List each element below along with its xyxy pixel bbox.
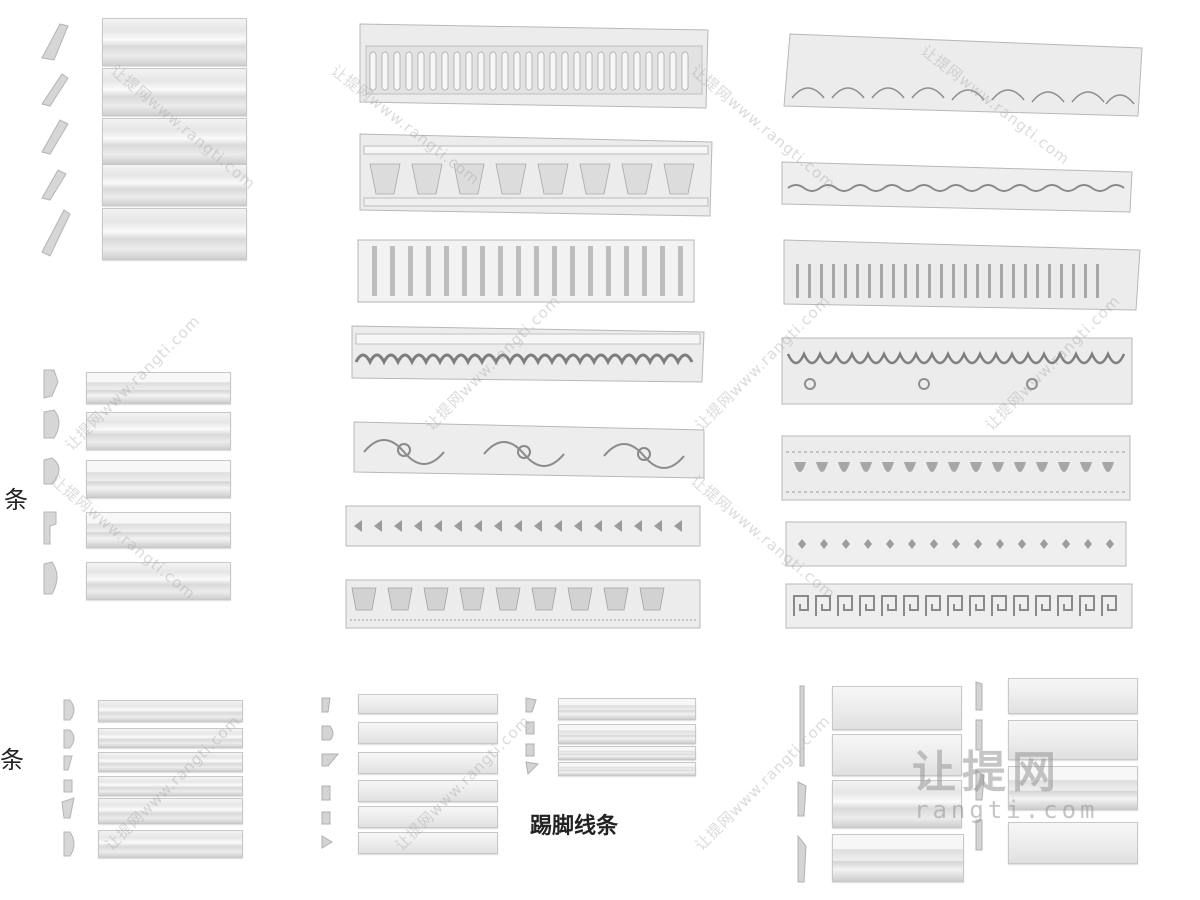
- profile-icon: [975, 681, 985, 851]
- panel-strip: [832, 686, 962, 730]
- panel-strip: [1008, 720, 1138, 760]
- panel-strip: [832, 780, 962, 828]
- skirting-strip: [358, 806, 498, 828]
- fan-cornice: [783, 33, 1143, 117]
- modillion-cornice: [359, 133, 713, 217]
- leaf-cornice: [781, 435, 1131, 501]
- site-logo-url: rangti.com: [914, 796, 1099, 824]
- crown-strip: [102, 118, 247, 164]
- side-label-top: 条: [4, 486, 28, 514]
- skirting-strip: [358, 752, 498, 774]
- crown-strip: [102, 68, 247, 116]
- watermark: 让提网www.rangti.com: [691, 711, 834, 855]
- skirting-strip: [558, 698, 696, 720]
- small-strip: [98, 752, 243, 772]
- small-strip: [98, 798, 243, 824]
- small-strip: [98, 776, 243, 796]
- skirting-strip: [558, 762, 696, 776]
- small-strip: [98, 700, 243, 722]
- crown-strip: [102, 208, 247, 260]
- skirting-strip: [358, 780, 498, 802]
- modillion-cornice: [345, 579, 701, 629]
- crown-strip: [102, 164, 247, 206]
- site-logo: 让提网: [912, 747, 1062, 798]
- profile-icon: [321, 697, 340, 849]
- triangle-frieze: [345, 505, 701, 547]
- small-strip: [98, 728, 243, 748]
- egg-dart-cornice: [781, 337, 1133, 405]
- skirting-strip: [358, 832, 498, 854]
- waist-strip: [86, 512, 231, 548]
- skirting-strip: [358, 694, 498, 714]
- waist-strip: [86, 412, 231, 450]
- crown-strip: [102, 18, 247, 66]
- small-strip: [98, 830, 243, 858]
- scroll-frieze: [353, 421, 705, 479]
- dot-frieze: [785, 521, 1127, 567]
- profile-icon: [797, 685, 807, 883]
- skirting-strip: [358, 722, 498, 744]
- greek-key-frieze: [785, 583, 1133, 629]
- panel-strip: [832, 834, 964, 882]
- waist-strip: [86, 562, 231, 600]
- skirting-label: 踢脚线条: [530, 814, 619, 839]
- panel-strip: [832, 734, 962, 776]
- profile-icon: [43, 369, 60, 595]
- skirting-strip: [558, 724, 696, 744]
- profile-icon: [525, 697, 540, 776]
- fluted-cornice: [359, 23, 709, 109]
- skirting-strip: [558, 746, 696, 760]
- dentil-cornice: [357, 239, 695, 303]
- side-label-bottom: 条: [0, 746, 24, 774]
- profile-icon: [41, 23, 71, 257]
- panel-strip: [1008, 678, 1138, 714]
- beaded-cornice: [781, 161, 1133, 213]
- panel-strip: [1008, 766, 1138, 810]
- panel-strip: [1008, 822, 1138, 864]
- scallop-cornice: [351, 325, 705, 383]
- waist-strip: [86, 372, 231, 404]
- dentil-cornice: [783, 239, 1141, 311]
- waist-strip: [86, 460, 231, 498]
- profile-icon: [61, 699, 75, 857]
